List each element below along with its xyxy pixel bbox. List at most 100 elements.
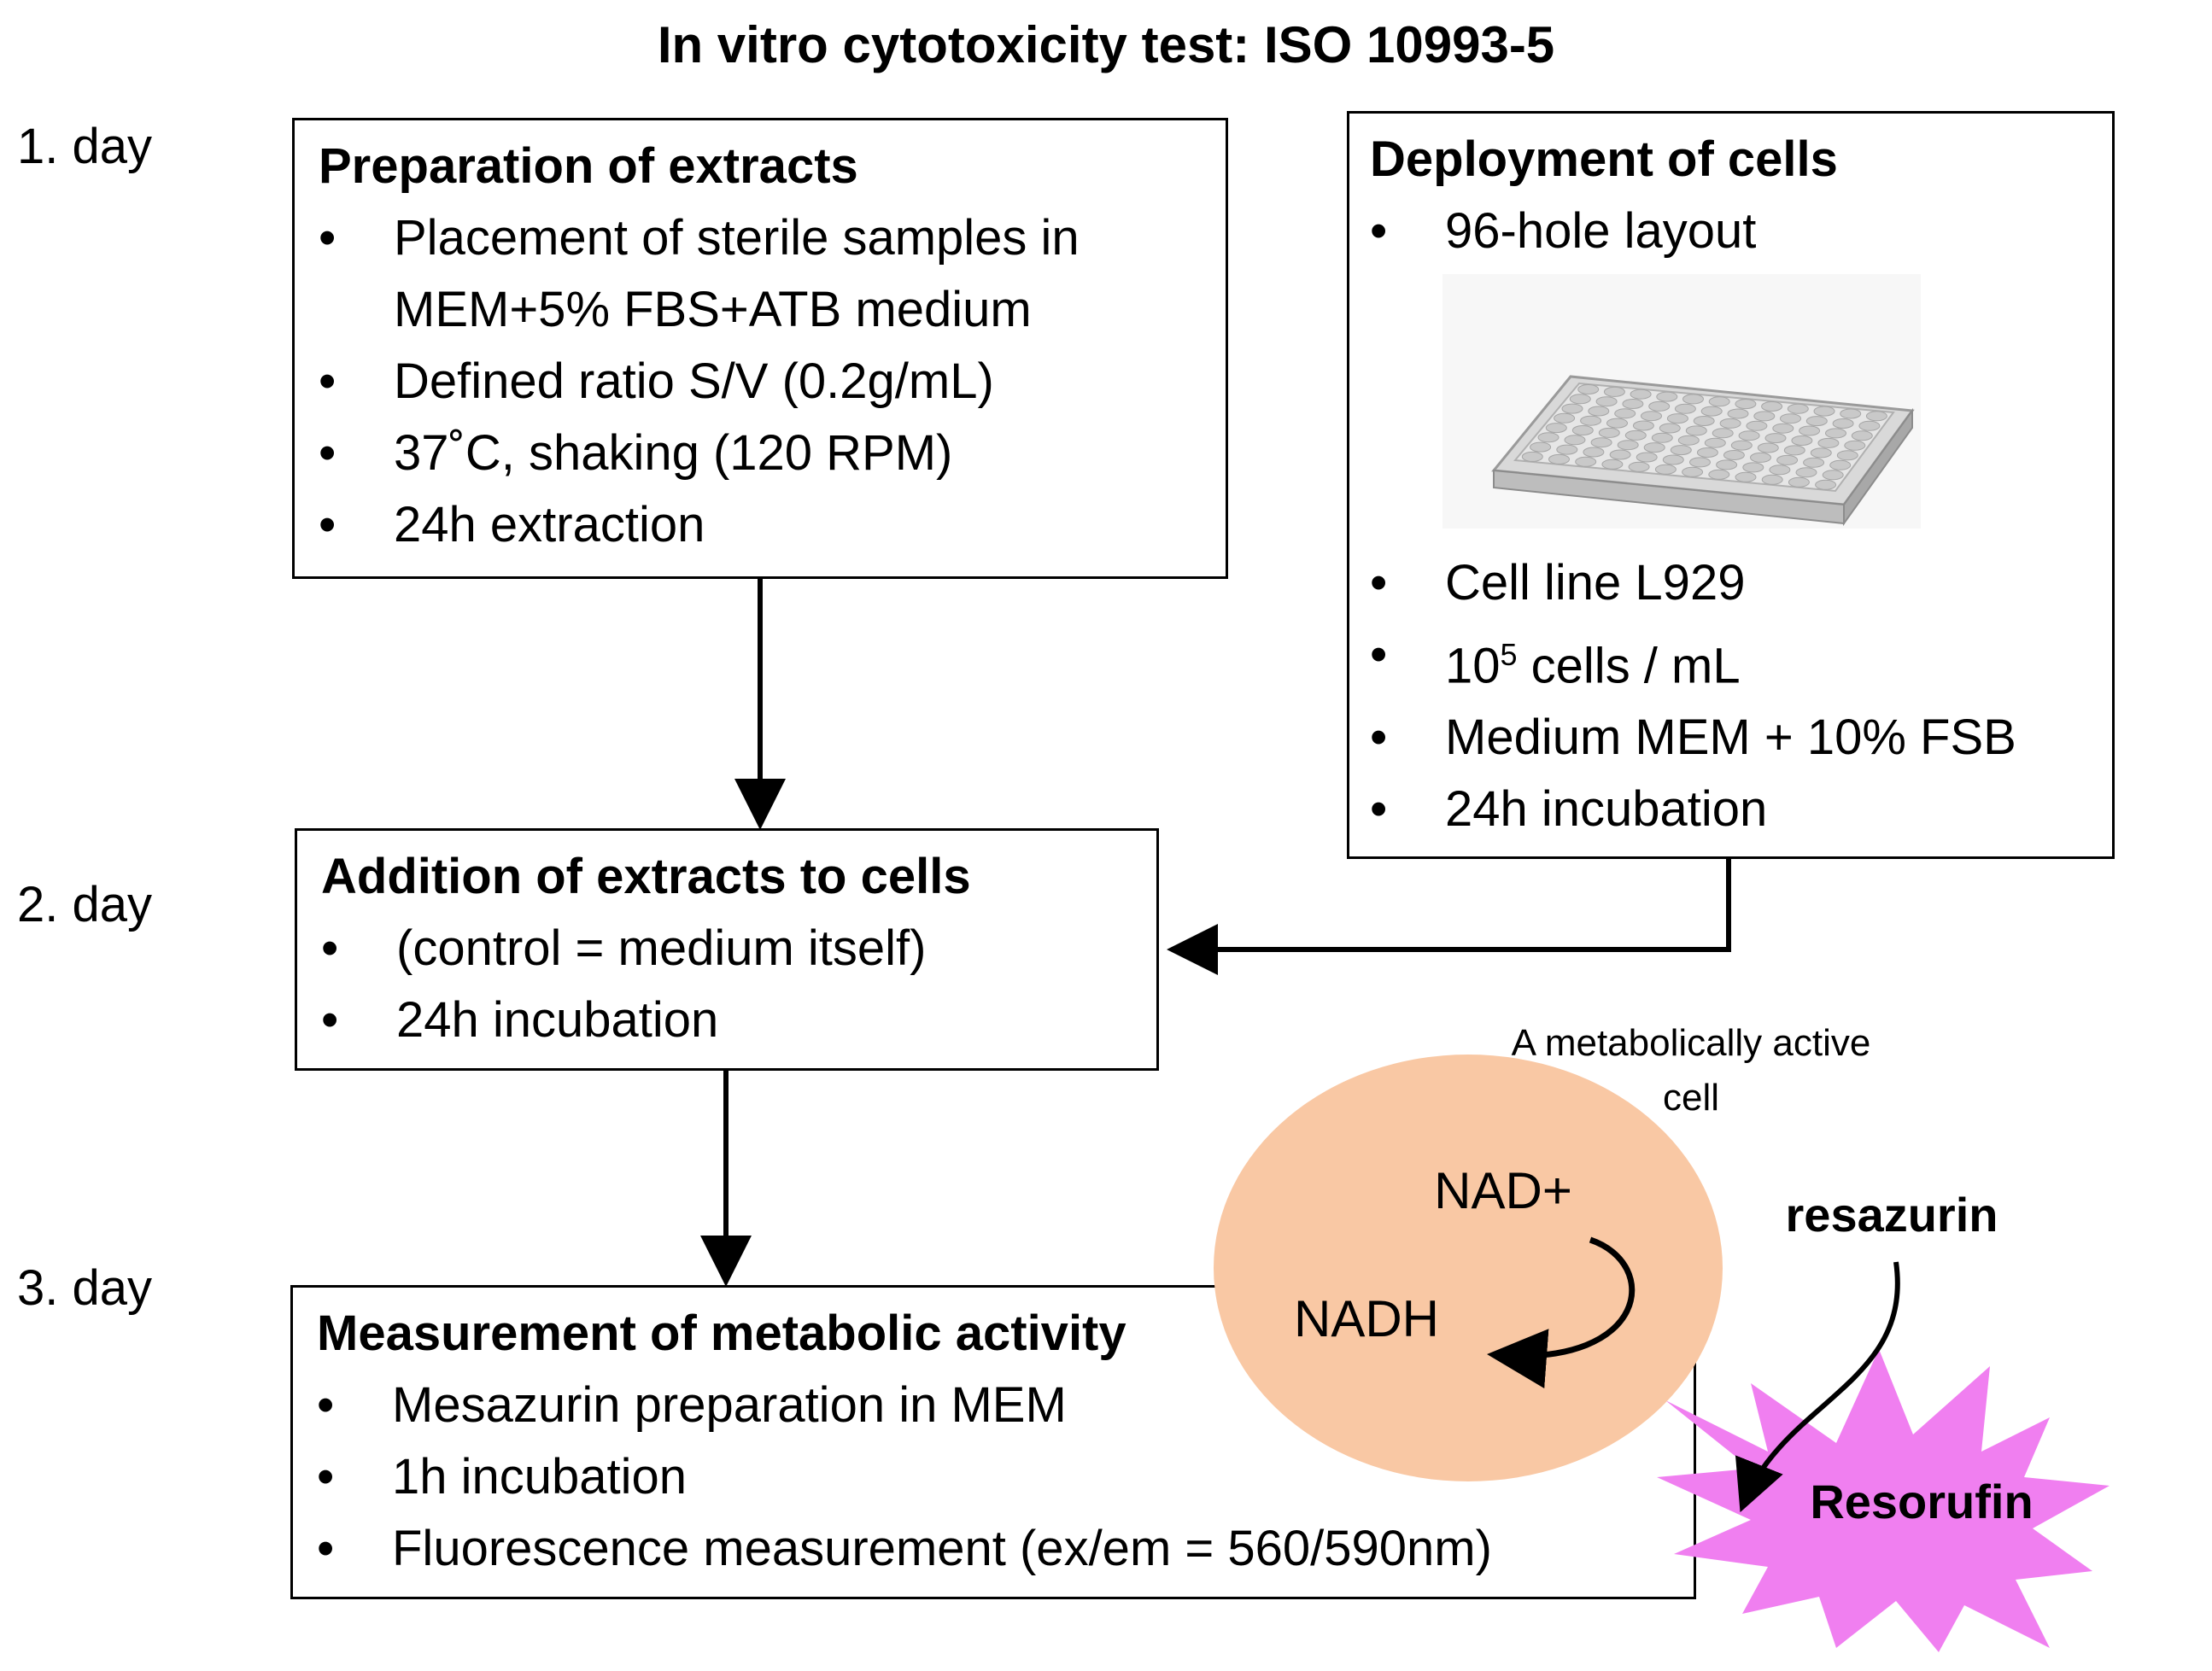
- plate-well: [1783, 445, 1805, 456]
- plate-well: [1712, 428, 1734, 439]
- day-2-label: 2. day: [17, 877, 152, 932]
- list-item: 96-hole layout: [1370, 196, 2112, 267]
- list-item: (control = medium itself): [321, 913, 1156, 984]
- plate-well: [1708, 396, 1730, 407]
- plate-well: [1556, 444, 1578, 455]
- preparation-heading: Preparation of extracts: [319, 138, 858, 194]
- plate-well: [1622, 399, 1644, 409]
- plate-well: [1825, 428, 1846, 439]
- measurement-heading: Measurement of metabolic activity: [317, 1306, 1126, 1361]
- density-unit: cells / mL: [1517, 638, 1741, 694]
- list-item-density: 105 cells / mL: [1370, 619, 2112, 702]
- plate-well: [1700, 406, 1723, 417]
- list-item: Placement of sterile samples in MEM+5% F…: [319, 202, 1145, 346]
- plate-well: [1630, 389, 1652, 400]
- list-item: Medium MEM + 10% FSB: [1370, 702, 2112, 774]
- plate-well: [1659, 423, 1681, 434]
- resorufin-starburst: [1657, 1349, 2110, 1652]
- nadh-label: NADH: [1294, 1290, 1439, 1347]
- cell-caption-line1: A metabolically active: [1512, 1022, 1871, 1064]
- plate-well: [1677, 435, 1700, 446]
- plate-well: [1624, 429, 1647, 441]
- plate-well: [1813, 406, 1835, 417]
- plate-well: [1730, 440, 1753, 451]
- plate-well: [1772, 423, 1794, 434]
- cell-caption-line2: cell: [1663, 1077, 1719, 1119]
- plate-well: [1810, 447, 1832, 459]
- plate-well: [1761, 401, 1783, 412]
- plate-well: [1636, 452, 1658, 463]
- plate-well: [1851, 430, 1873, 441]
- density-base: 10: [1445, 638, 1501, 694]
- plate-well: [1829, 459, 1852, 470]
- plate-well: [1530, 441, 1552, 453]
- plate-well: [1674, 403, 1696, 414]
- plate-well: [1662, 454, 1684, 465]
- plate-well: [1840, 408, 1862, 419]
- plate-well: [1577, 384, 1600, 394]
- plate-well: [1575, 456, 1597, 467]
- plate-well: [1617, 440, 1639, 451]
- plate-well: [1598, 427, 1620, 438]
- plate-well: [1632, 420, 1654, 431]
- deployment-heading: Deployment of cells: [1370, 131, 1838, 187]
- plate-well: [1583, 447, 1605, 458]
- plate-well: [1727, 408, 1749, 419]
- plate-well: [1569, 394, 1591, 405]
- day-1-label: 1. day: [17, 119, 152, 174]
- density-exponent: 5: [1500, 637, 1518, 672]
- nad-plus-label: NAD+: [1434, 1162, 1572, 1219]
- list-item: 24h incubation: [321, 984, 1156, 1056]
- plate-well: [1561, 403, 1583, 414]
- plate-well: [1606, 418, 1628, 429]
- addition-of-extracts-box: Addition of extracts to cells (control =…: [295, 828, 1159, 1071]
- plate-well: [1799, 425, 1821, 436]
- resazurin-label: resazurin: [1786, 1188, 1998, 1242]
- plate-well: [1746, 420, 1768, 431]
- preparation-of-extracts-box: Preparation of extracts Placement of ste…: [292, 118, 1228, 579]
- plate-well: [1537, 432, 1560, 443]
- plate-well: [1719, 418, 1741, 429]
- measurement-box: Measurement of metabolic activity Mesazu…: [290, 1285, 1696, 1599]
- addition-heading: Addition of extracts to cells: [321, 849, 971, 904]
- deployment-list: 96-hole layout: [1370, 196, 2112, 267]
- deployment-list-2: Cell line L929 105 cells / mL Medium MEM…: [1370, 547, 2112, 845]
- plate-well: [1788, 476, 1810, 488]
- measurement-list: Mesazurin preparation in MEM 1h incubati…: [317, 1370, 1694, 1585]
- list-item: 24h extraction: [319, 489, 1226, 561]
- metabolically-active-cell: [1214, 1055, 1723, 1481]
- plate-well: [1704, 437, 1726, 448]
- plate-well: [1723, 450, 1745, 460]
- plate-well: [1696, 447, 1718, 458]
- plate-well: [1628, 461, 1650, 472]
- list-item: Mesazurin preparation in MEM: [317, 1370, 1694, 1441]
- plate-well: [1670, 445, 1692, 456]
- plate-well: [1803, 457, 1825, 468]
- figure-title: In vitro cytotoxicity test: ISO 10993-5: [657, 16, 1555, 73]
- plate-well: [1832, 418, 1854, 429]
- plate-well: [1844, 440, 1866, 451]
- plate-well: [1651, 432, 1673, 443]
- plate-well: [1609, 449, 1631, 460]
- day-3-label: 3. day: [17, 1260, 152, 1316]
- plate-well: [1603, 386, 1625, 397]
- plate-well: [1554, 412, 1576, 424]
- plate-well: [1654, 464, 1677, 475]
- plate-well: [1614, 408, 1636, 419]
- preparation-list: Placement of sterile samples in MEM+5% F…: [319, 202, 1226, 561]
- plate-well: [1682, 394, 1704, 405]
- plate-well: [1836, 450, 1858, 461]
- plate-well: [1769, 464, 1791, 476]
- 96-well-plate-image: [1442, 274, 1921, 529]
- resorufin-label: Resorufin: [1810, 1475, 2033, 1528]
- plate-well: [1693, 416, 1715, 426]
- plate-well: [1787, 403, 1809, 414]
- plate-well: [1590, 437, 1612, 448]
- plate-well: [1682, 466, 1704, 477]
- plate-well: [1521, 451, 1543, 462]
- plate-well: [1666, 413, 1688, 424]
- arrow-deployment-to-addition: [1167, 859, 1731, 975]
- plate-well: [1753, 411, 1776, 422]
- plate-well: [1865, 411, 1887, 422]
- plate-well: [1822, 470, 1844, 481]
